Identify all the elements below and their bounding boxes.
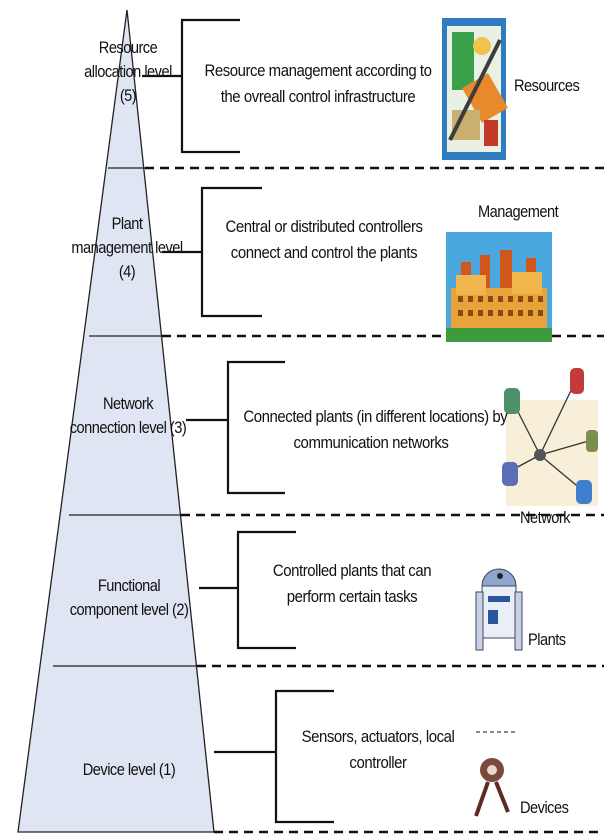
robot-icon <box>475 568 523 651</box>
level-label-3: Network connection level (3) <box>69 394 187 437</box>
level-description-1: Sensors, actuators, local controller <box>301 727 455 772</box>
icon-caption-plants: Plants <box>528 630 566 649</box>
level-description-4: Central or distributed controllers conne… <box>225 217 423 262</box>
level-label-5: Resource allocation level (5) <box>84 38 172 105</box>
level-description-5: Resource management according to the ovr… <box>204 61 432 106</box>
level-label-4: Plant management level (4) <box>71 214 183 281</box>
icon-caption-devices: Devices <box>520 798 569 817</box>
level-description-2: Controlled plants that can perform certa… <box>272 561 432 606</box>
sensor-device-icon <box>474 731 515 817</box>
bracket-4 <box>162 186 262 318</box>
level-label-1: Device level (1) <box>82 760 176 779</box>
bracket-2 <box>199 530 296 650</box>
level-label-2: Functional component level (2) <box>69 576 189 619</box>
resources-collage-icon <box>442 18 508 160</box>
bracket-1 <box>214 689 334 824</box>
bracket-5 <box>142 18 240 154</box>
network-robots-icon <box>502 368 598 506</box>
pyramid <box>17 9 215 833</box>
icon-caption-management: Management <box>478 202 559 221</box>
factory-icon <box>446 232 552 342</box>
icon-caption-resources: Resources <box>514 76 580 95</box>
level-description-3: Connected plants (in different locations… <box>243 407 508 452</box>
bracket-3 <box>186 360 285 495</box>
icon-caption-network: Network <box>520 508 571 527</box>
